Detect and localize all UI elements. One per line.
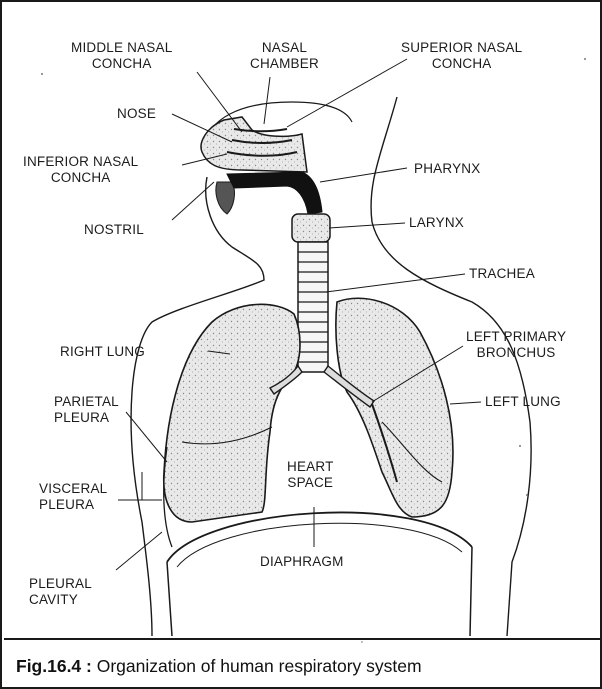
caption-number: Fig.16.4 : xyxy=(16,656,92,676)
larynx-shape xyxy=(292,214,330,242)
label-nose: NOSE xyxy=(117,106,156,122)
left-lung-shape xyxy=(336,298,453,517)
pharynx-tube xyxy=(227,172,322,214)
caption-divider xyxy=(4,638,602,640)
caption-text: Organization of human respiratory system xyxy=(92,656,422,676)
figure-caption: Fig.16.4 : Organization of human respira… xyxy=(16,656,422,677)
label-left-lung: LEFT LUNG xyxy=(485,394,561,410)
label-nostril: NOSTRIL xyxy=(84,222,144,238)
label-trachea: TRACHEA xyxy=(469,266,535,282)
right-lung-shape xyxy=(164,304,300,522)
label-diaphragm: DIAPHRAGM xyxy=(260,554,344,570)
label-pharynx: PHARYNX xyxy=(414,161,480,177)
label-right-lung: RIGHT LUNG xyxy=(60,344,145,360)
label-larynx: LARYNX xyxy=(409,215,464,231)
nose-shape xyxy=(201,117,307,172)
nostril-shape xyxy=(216,182,235,214)
